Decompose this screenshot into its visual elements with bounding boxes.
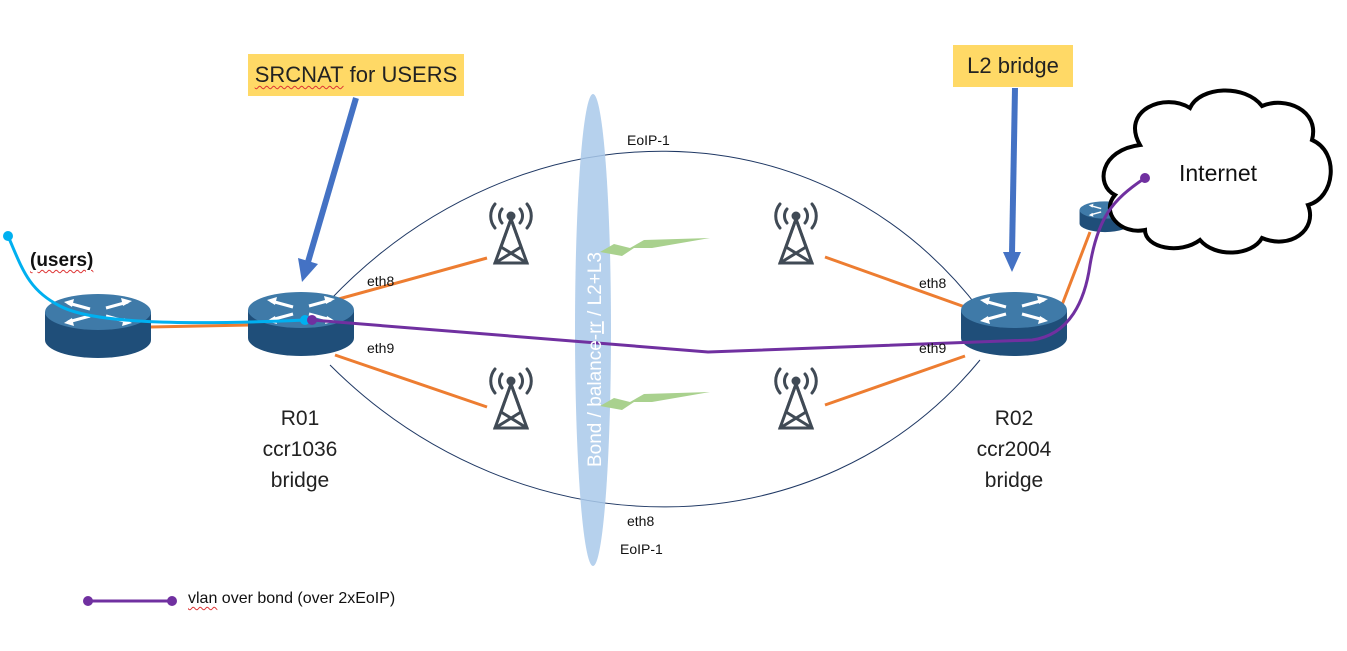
eth8-left-label: eth8 — [367, 273, 395, 289]
callout-arrows — [298, 87, 1021, 282]
r02-router-icon — [959, 290, 1069, 358]
wireless-signal-icon — [600, 392, 710, 410]
eth9-right-label: eth9 — [919, 340, 947, 356]
l2bridge-callout: L2 bridge — [953, 45, 1073, 87]
srcnat-callout: SRCNAT for USERS — [248, 54, 464, 96]
bond-ellipse — [575, 94, 611, 566]
r01-label: R01 ccr1036 bridge — [262, 407, 338, 492]
users-link-line — [6, 235, 306, 325]
eoip-bottom-arc — [329, 359, 981, 508]
internet-label: Internet — [1179, 160, 1258, 186]
antenna-tower-icon — [774, 202, 818, 265]
eoip-top-label: EoIP-1 — [627, 132, 670, 148]
legend-label: vlan over bond (over 2xEoIP) — [188, 590, 396, 607]
eth9-left-label: eth9 — [367, 340, 395, 356]
eth8-right-label: eth8 — [919, 275, 947, 291]
internet-cloud-icon — [1101, 88, 1333, 255]
r01-router-icon — [246, 290, 356, 358]
bond-label: Bond / balance-rr / L2+L3 — [585, 252, 606, 467]
wireless-signal-icon — [600, 238, 710, 256]
wireless-links — [149, 231, 1092, 409]
antenna-tower-icon — [489, 202, 533, 265]
eth8-bottom-label: eth8 — [627, 513, 655, 529]
r02-label: R02 ccr2004 bridge — [976, 407, 1052, 492]
vlan-path-line — [311, 176, 1146, 354]
antenna-tower-icon — [489, 367, 533, 430]
antenna-tower-icon — [774, 367, 818, 430]
eoip-bottom-label: EoIP-1 — [620, 541, 663, 557]
eoip-top-arc — [329, 150, 981, 311]
users-label: (users) — [30, 250, 94, 271]
user-router-icon — [43, 292, 153, 360]
